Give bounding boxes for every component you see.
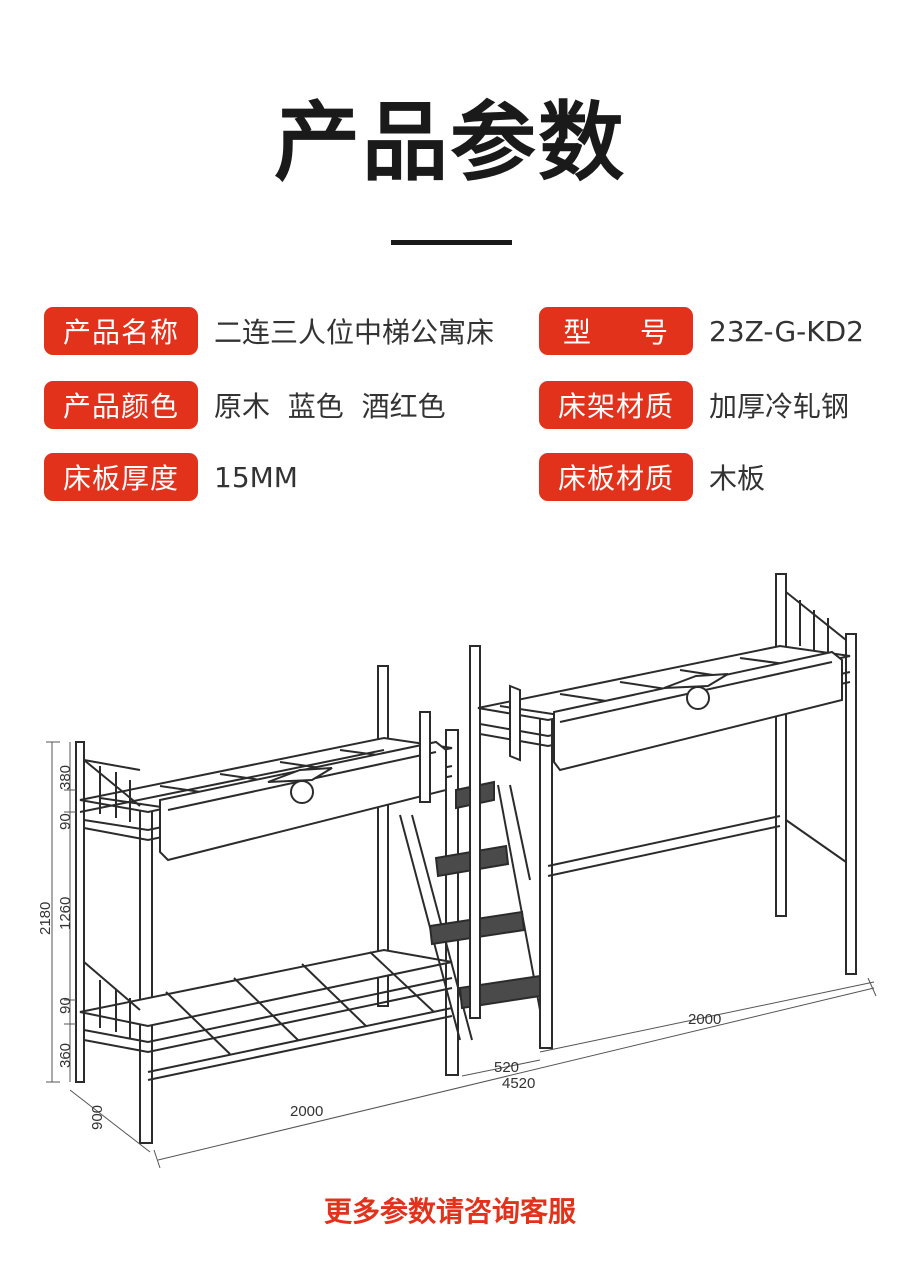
- dim-upper-frame: 90: [57, 813, 74, 830]
- dim-height-total: 2180: [37, 902, 54, 935]
- dim-total-length: 4520: [502, 1075, 535, 1092]
- spec-row-model: 型 号 23Z-G-KD2: [539, 307, 864, 355]
- spec-label-badge: 床板材质: [539, 453, 693, 501]
- spec-row-board-material: 床板材质 木板: [539, 453, 765, 501]
- spec-label-part: 型: [563, 316, 593, 349]
- dim-base: 360: [57, 1043, 74, 1068]
- dim-length-left: 2000: [290, 1103, 323, 1120]
- dim-depth: 900: [89, 1105, 106, 1130]
- spec-label-badge: 型 号: [539, 307, 693, 355]
- spec-label-part: 号: [639, 316, 669, 349]
- dim-length-right: 2000: [688, 1011, 721, 1028]
- spec-label-badge: 床板厚度: [44, 453, 198, 501]
- spec-row-board-thickness: 床板厚度 15MM: [44, 453, 298, 501]
- dim-ladder-width: 520: [494, 1059, 519, 1076]
- spec-row-frame-material: 床架材质 加厚冷轧钢: [539, 381, 849, 429]
- spec-value: 23Z-G-KD2: [709, 314, 864, 348]
- consult-note: 更多参数请咨询客服: [323, 1195, 576, 1228]
- spec-label-badge: 床架材质: [539, 381, 693, 429]
- spec-value: 15MM: [214, 460, 298, 494]
- page-title: 产品参数: [274, 93, 626, 193]
- title-underline: [391, 240, 512, 245]
- spec-row-product-color: 产品颜色 原木 蓝色 酒红色: [44, 381, 446, 429]
- spec-value: 加厚冷轧钢: [709, 390, 850, 423]
- bunk-bed-diagram: 2180 380 90 1260 90 360 900 2000 2000 52…: [37, 573, 877, 1169]
- dim-lower-frame: 90: [57, 997, 74, 1014]
- spec-value: 原木 蓝色 酒红色: [214, 390, 446, 423]
- dim-top-rail: 380: [57, 765, 74, 790]
- spec-value: 二连三人位中梯公寓床: [214, 316, 495, 349]
- spec-label-badge: 产品颜色: [44, 381, 198, 429]
- spec-row-product-name: 产品名称 二连三人位中梯公寓床: [44, 307, 494, 355]
- spec-label-badge: 产品名称: [44, 307, 198, 355]
- spec-value: 木板: [709, 462, 766, 495]
- dim-gap: 1260: [57, 897, 74, 930]
